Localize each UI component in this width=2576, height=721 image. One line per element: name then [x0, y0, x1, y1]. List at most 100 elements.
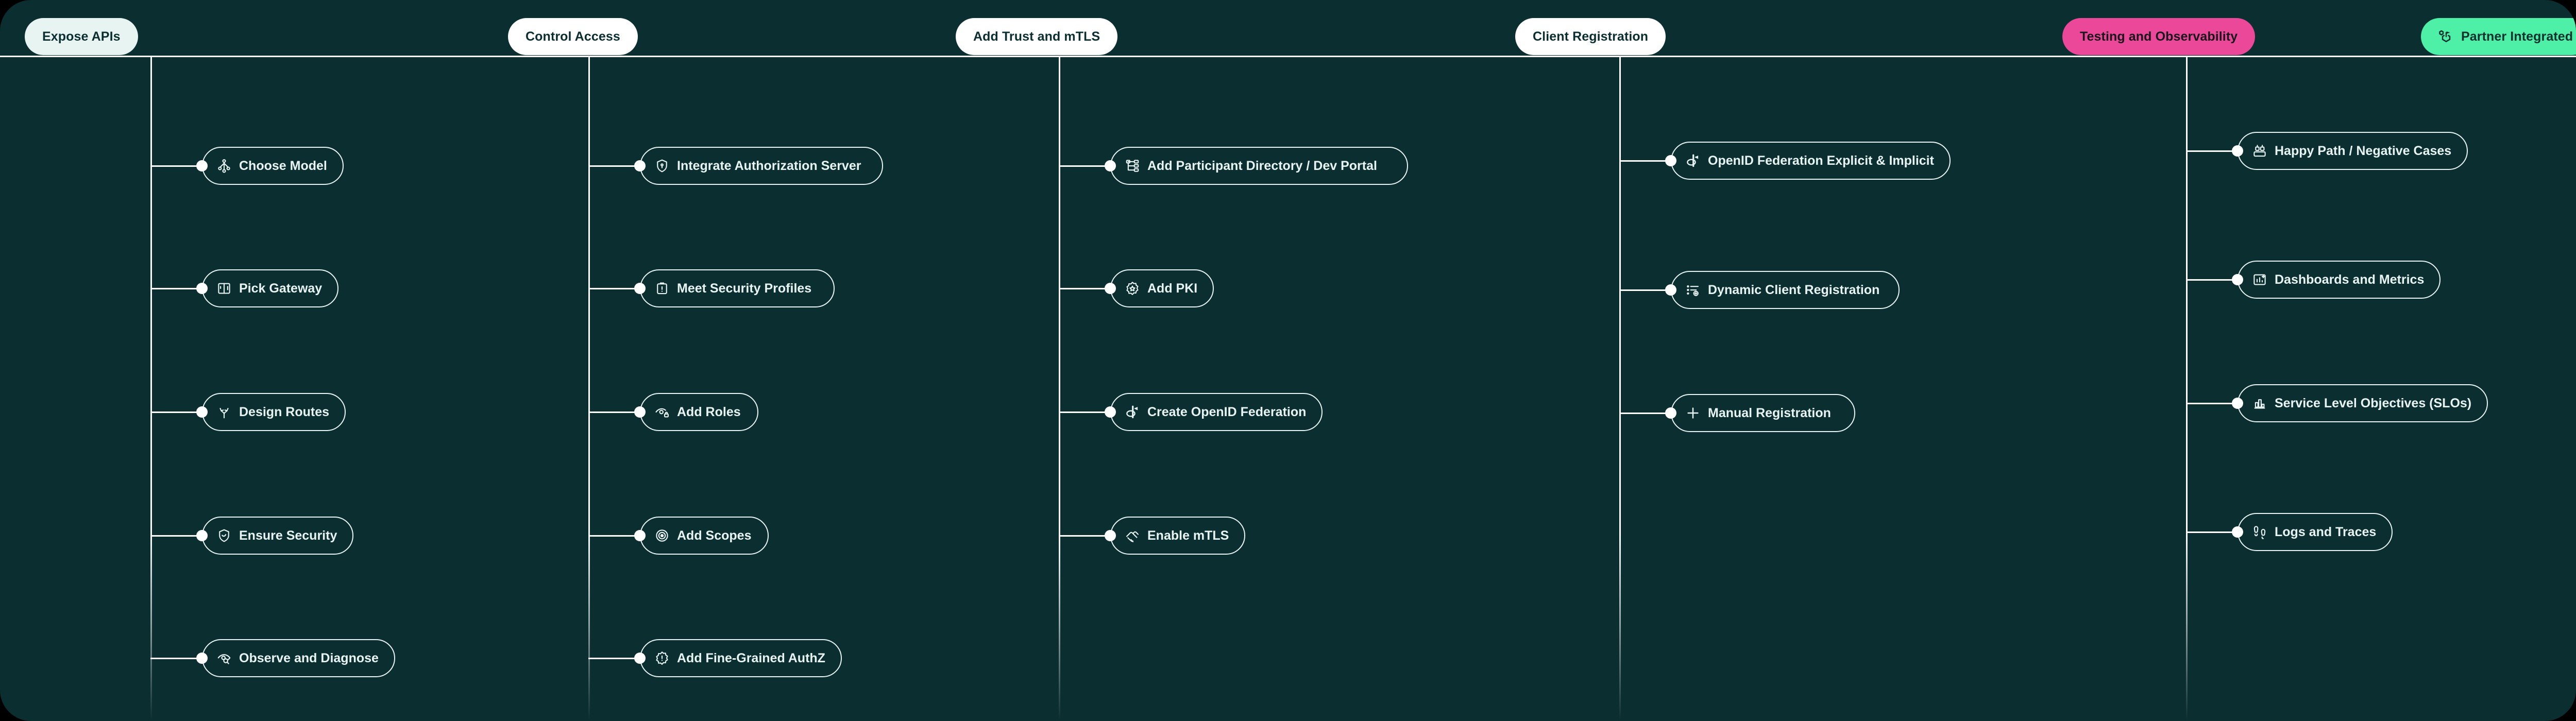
connector-dot: [1105, 530, 1116, 541]
shield-check-icon: [216, 528, 232, 543]
header-pill-1[interactable]: Expose APIs: [25, 18, 138, 55]
connector-line: [1619, 413, 1671, 414]
column-spine-add-trust-and-mtls: [1059, 56, 1060, 721]
header-pill-4[interactable]: Client Registration: [1515, 18, 1666, 55]
connector-line: [2186, 279, 2238, 281]
chart-plus-icon: [2252, 272, 2267, 287]
roadmap-node-label: Ensure Security: [239, 528, 337, 543]
roadmap-node-label: Enable mTLS: [1147, 528, 1229, 543]
connector-line: [2186, 150, 2238, 152]
routes-icon: [216, 404, 232, 420]
connector-dot: [634, 653, 646, 664]
column-spine-expose-apis: [150, 56, 152, 721]
connector-dot: [634, 160, 646, 171]
openid-icon: [1125, 404, 1140, 420]
roadmap-node[interactable]: Add PKI: [1110, 269, 1214, 307]
header-pill-6[interactable]: Partner Integrated: [2421, 18, 2576, 55]
column-spine-control-access: [588, 56, 590, 721]
roadmap-node-label: Manual Registration: [1708, 406, 1831, 420]
roadmap-node[interactable]: Enable mTLS: [1110, 517, 1246, 555]
connector-line: [1059, 411, 1110, 413]
shield-lock-icon: [654, 158, 670, 174]
roadmap-node-label: Choose Model: [239, 159, 327, 173]
roadmap-node[interactable]: Logs and Traces: [2238, 513, 2393, 551]
roadmap-node-label: Create OpenID Federation: [1147, 405, 1307, 419]
connector-line: [2186, 531, 2238, 533]
roadmap-node[interactable]: Add Roles: [640, 393, 758, 431]
eye-lock-icon: [654, 404, 670, 420]
header-pill-3[interactable]: Add Trust and mTLS: [956, 18, 1118, 55]
connector-dot: [2232, 398, 2243, 409]
header-pill-label: Partner Integrated: [2461, 29, 2573, 44]
roadmap-node-label: Meet Security Profiles: [677, 281, 812, 296]
column-spine-testing-and-observability: [2186, 56, 2188, 721]
roadmap-node[interactable]: Meet Security Profiles: [640, 269, 835, 307]
roadmap-node[interactable]: Happy Path / Negative Cases: [2238, 132, 2468, 170]
connector-dot: [196, 283, 208, 294]
connector-line: [588, 658, 640, 659]
roadmap-node[interactable]: Choose Model: [202, 147, 344, 185]
roadmap-node[interactable]: Add Participant Directory / Dev Portal: [1110, 147, 1408, 185]
connector-dot: [1665, 407, 1676, 419]
connector-dot: [196, 653, 208, 664]
connector-line: [1059, 165, 1110, 167]
connector-dot: [196, 406, 208, 418]
sitemap-icon: [1125, 158, 1140, 174]
hierarchy-icon: [216, 158, 232, 174]
roadmap-node-label: Design Routes: [239, 405, 330, 419]
roadmap-node[interactable]: Add Scopes: [640, 517, 769, 555]
roadmap-node[interactable]: Integrate Authorization Server: [640, 147, 883, 185]
connector-dot: [634, 283, 646, 294]
column-spine-client-registration: [1619, 56, 1621, 721]
roadmap-node-label: Happy Path / Negative Cases: [2275, 144, 2452, 158]
roadmap-node-label: Dynamic Client Registration: [1708, 283, 1880, 297]
roadmap-node[interactable]: Dynamic Client Registration: [1671, 271, 1900, 309]
connector-dot: [196, 160, 208, 171]
eye-search-icon: [216, 650, 232, 666]
header-pill-label: Client Registration: [1533, 29, 1649, 44]
roadmap-node[interactable]: Service Level Objectives (SLOs): [2238, 384, 2488, 422]
connector-line: [588, 535, 640, 537]
connector-line: [150, 535, 202, 537]
roadmap-node[interactable]: OpenID Federation Explicit & Implicit: [1671, 142, 1951, 180]
connector-dot: [1105, 160, 1116, 171]
roadmap-node-label: Dashboards and Metrics: [2275, 272, 2425, 287]
roadmap-node-label: Pick Gateway: [239, 281, 323, 296]
header-pill-2[interactable]: Control Access: [508, 18, 638, 55]
roadmap-node[interactable]: Ensure Security: [202, 517, 354, 555]
connector-dot: [1105, 283, 1116, 294]
connector-dot: [196, 530, 208, 541]
roadmap-node[interactable]: Manual Registration: [1671, 394, 1855, 432]
connector-dot: [634, 530, 646, 541]
handshake-icon: [1125, 528, 1140, 543]
roadmap-node-label: Add Fine-Grained AuthZ: [677, 651, 825, 665]
header-pill-5[interactable]: Testing and Observability: [2062, 18, 2256, 55]
openid-icon: [1685, 153, 1701, 168]
test-cases-icon: [2252, 143, 2267, 159]
connector-dot: [2232, 526, 2243, 538]
connector-line: [150, 658, 202, 659]
connector-line: [2186, 403, 2238, 404]
roadmap-node[interactable]: Design Routes: [202, 393, 346, 431]
connector-line: [1619, 160, 1671, 162]
roadmap-node[interactable]: Observe and Diagnose: [202, 639, 395, 677]
roadmap-node[interactable]: Add Fine-Grained AuthZ: [640, 639, 842, 677]
connector-line: [588, 288, 640, 289]
roadmap-node[interactable]: Pick Gateway: [202, 269, 339, 307]
clipboard-alert-icon: [654, 281, 670, 296]
header-pill-label: Add Trust and mTLS: [973, 29, 1100, 44]
target-icon: [654, 528, 670, 543]
roadmap-node-label: Add Roles: [677, 405, 741, 419]
connector-dot: [1665, 284, 1676, 296]
roadmap-node-label: Add PKI: [1147, 281, 1198, 296]
connector-line: [150, 288, 202, 289]
connector-line: [150, 411, 202, 413]
header-pill-label: Control Access: [526, 29, 620, 44]
plus-icon: [1685, 405, 1701, 421]
connector-line: [588, 411, 640, 413]
roadmap-node[interactable]: Create OpenID Federation: [1110, 393, 1323, 431]
roadmap-node[interactable]: Dashboards and Metrics: [2238, 261, 2441, 299]
connector-dot: [1105, 406, 1116, 418]
connector-line: [1059, 535, 1110, 537]
